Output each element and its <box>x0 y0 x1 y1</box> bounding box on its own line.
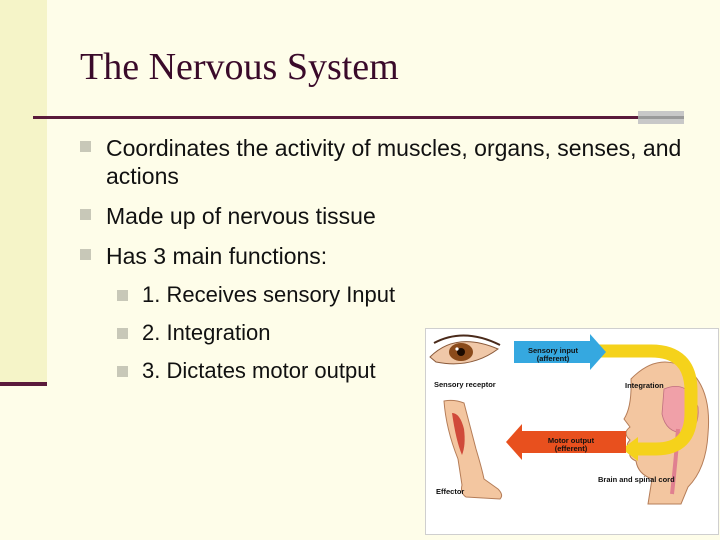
sensory-input-arrowhead <box>590 334 606 370</box>
sensory-input-subtext: (afferent) <box>536 354 570 363</box>
integration-arrow <box>596 344 698 456</box>
sub-bullet-item: 2. Integration <box>80 320 700 346</box>
slide-title: The Nervous System <box>80 46 399 88</box>
bullet-text: Coordinates the activity of muscles, org… <box>106 135 682 189</box>
motor-output-text: Motor output <box>547 436 595 445</box>
motor-output-subtext: (efferent) <box>554 444 588 453</box>
effector-label: Effector <box>436 487 465 496</box>
bullet-item: Has 3 main functions: <box>80 242 700 270</box>
bullet-marker <box>80 249 91 260</box>
title-divider <box>33 116 638 119</box>
bullet-list: Coordinates the activity of muscles, org… <box>80 134 700 396</box>
sub-bullet-marker <box>117 290 128 301</box>
sub-bullet-text: 3. Dictates motor output <box>142 358 376 383</box>
bullet-item: Coordinates the activity of muscles, org… <box>80 134 700 190</box>
motor-output-arrow <box>522 431 626 453</box>
integration-label: Integration <box>625 381 664 390</box>
leg-illustration <box>443 399 503 500</box>
diagram-graphic <box>429 334 710 505</box>
left-accent-bar <box>0 382 47 386</box>
bullet-item: Made up of nervous tissue <box>80 202 700 230</box>
sub-bullet-item: 1. Receives sensory Input <box>80 282 700 308</box>
sensory-input-arrow <box>514 341 590 363</box>
sensory-receptor-label: Sensory receptor <box>434 380 496 389</box>
motor-output-arrowhead <box>506 424 522 460</box>
sensory-input-text: Sensory input <box>527 346 578 355</box>
sub-bullet-item: 3. Dictates motor output <box>80 358 700 384</box>
integration-arrowhead <box>622 437 638 461</box>
bullet-marker <box>80 209 91 220</box>
nervous-system-diagram: Sensory input (afferent) Integration Mot… <box>425 328 719 535</box>
left-accent-band <box>0 0 47 382</box>
sub-bullet-text: 2. Integration <box>142 320 271 345</box>
bullet-marker <box>80 141 91 152</box>
bullet-text: Made up of nervous tissue <box>106 203 376 229</box>
sub-bullet-marker <box>117 366 128 377</box>
sub-bullet-text: 1. Receives sensory Input <box>142 282 396 307</box>
brain-spinal-cord-label: Brain and spinal cord <box>598 475 675 484</box>
sub-bullet-marker <box>117 328 128 339</box>
sensory-input-label: Sensory input (afferent) <box>516 347 590 363</box>
eye-illustration <box>429 334 501 365</box>
title-divider-accent-line <box>638 116 684 119</box>
motor-output-label: Motor output (efferent) <box>526 437 616 453</box>
bullet-text: Has 3 main functions: <box>106 243 328 269</box>
